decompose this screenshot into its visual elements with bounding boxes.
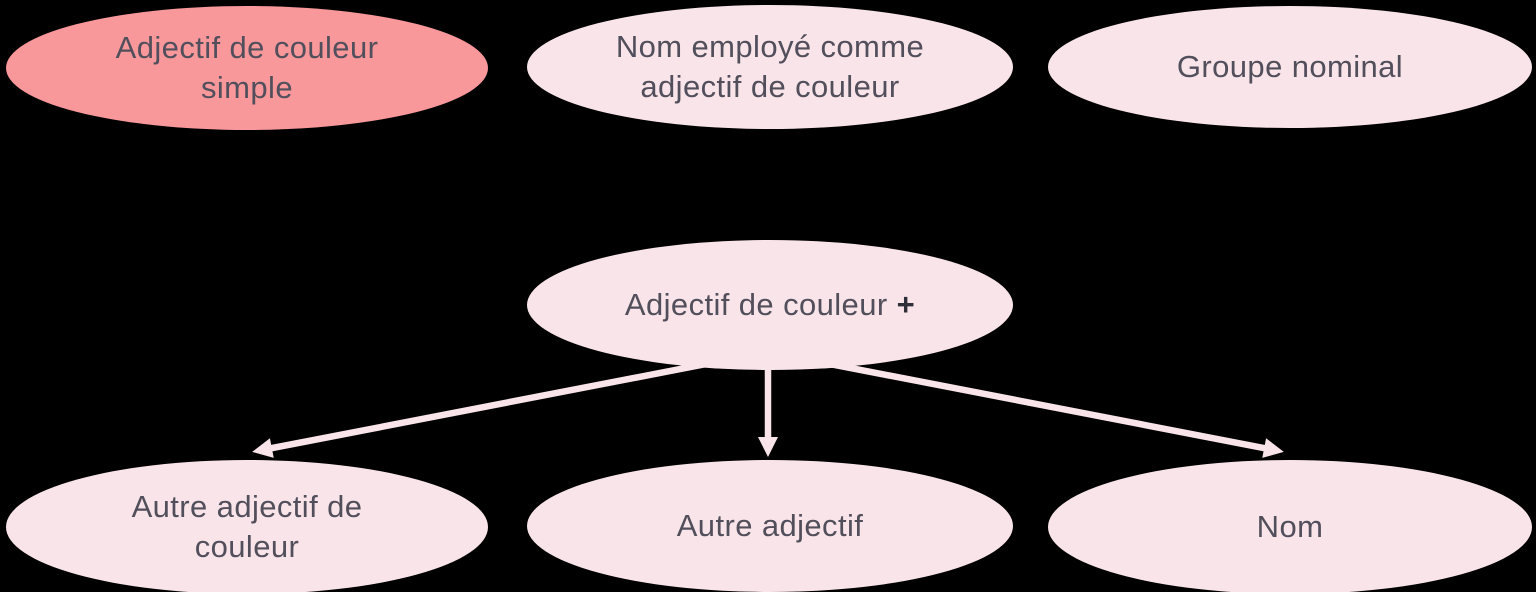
node-label: Autre adjectif bbox=[676, 508, 864, 544]
node-label: Adjectif de couleur simple bbox=[115, 30, 379, 105]
node-label: Adjectif de couleur bbox=[624, 287, 888, 323]
node-label: Autre adjectif de couleur bbox=[131, 489, 363, 564]
node-label: Nom employé comme adjectif de couleur bbox=[615, 29, 925, 104]
node-autre-adjectif-de-couleur: Autre adjectif de couleur bbox=[6, 460, 488, 592]
node-adjectif-de-couleur-simple: Adjectif de couleur simple bbox=[6, 6, 488, 130]
node-nom: Nom bbox=[1048, 460, 1532, 592]
node-label: Nom bbox=[1256, 509, 1324, 545]
node-adjectif-de-couleur-plus: Adjectif de couleur+ bbox=[527, 240, 1013, 370]
node-groupe-nominal: Groupe nominal bbox=[1048, 6, 1532, 128]
node-label: Groupe nominal bbox=[1176, 49, 1404, 85]
node-nom-employe-comme-adjectif: Nom employé comme adjectif de couleur bbox=[527, 5, 1013, 129]
plus-sign: + bbox=[896, 287, 916, 323]
edge-center-to-bottom-left bbox=[252, 348, 769, 458]
node-autre-adjectif: Autre adjectif bbox=[527, 460, 1013, 592]
edge-center-to-bottom-right bbox=[767, 348, 1284, 458]
